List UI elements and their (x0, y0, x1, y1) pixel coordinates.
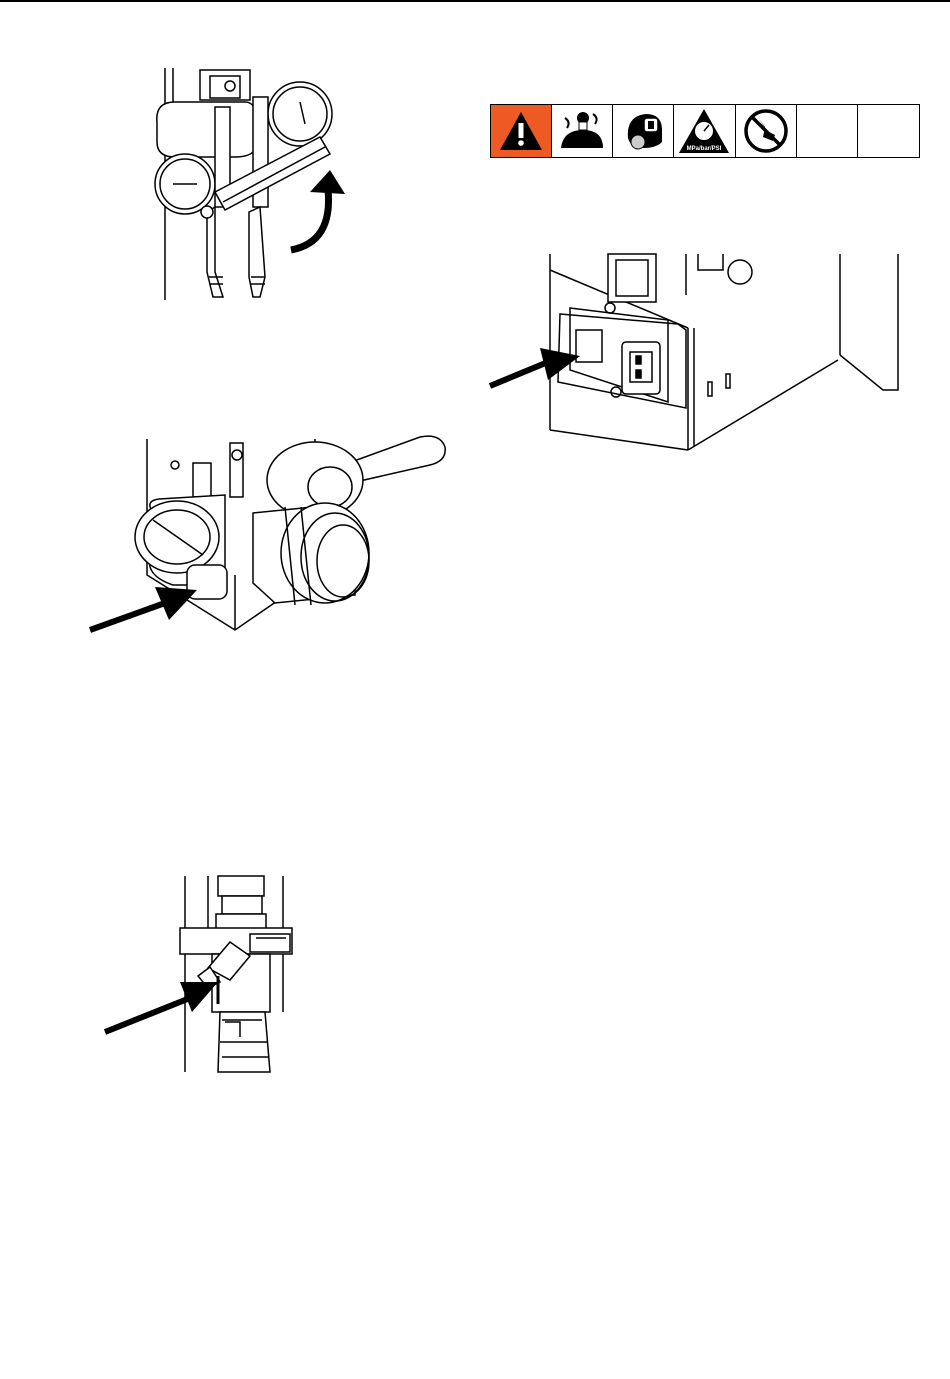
symbol-cell (736, 105, 797, 157)
gauge-manifold-lever-figure (145, 62, 365, 307)
control-box-power-switch-figure (488, 250, 908, 460)
face-protection-icon (618, 108, 668, 154)
symbol-cell (491, 105, 552, 157)
symbol-cell-empty (858, 105, 919, 157)
warning-triangle-icon (497, 109, 545, 153)
fume-inhalation-icon (557, 108, 607, 154)
pressure-gauge-icon: MPa/bar/PSI (677, 107, 731, 155)
page-top-rule (0, 0, 950, 2)
fluid-manifold-valve-figure (85, 425, 460, 645)
pressure-units-label: MPa/bar/PSI (687, 146, 722, 152)
no-hand-contact-icon (741, 107, 791, 155)
pump-drain-valve-figure (100, 872, 300, 1077)
symbol-cell: MPa/bar/PSI (674, 105, 735, 157)
warning-symbols-strip: MPa/bar/PSI (490, 104, 920, 158)
symbol-cell (613, 105, 674, 157)
symbol-cell-empty (797, 105, 858, 157)
symbol-cell (552, 105, 613, 157)
